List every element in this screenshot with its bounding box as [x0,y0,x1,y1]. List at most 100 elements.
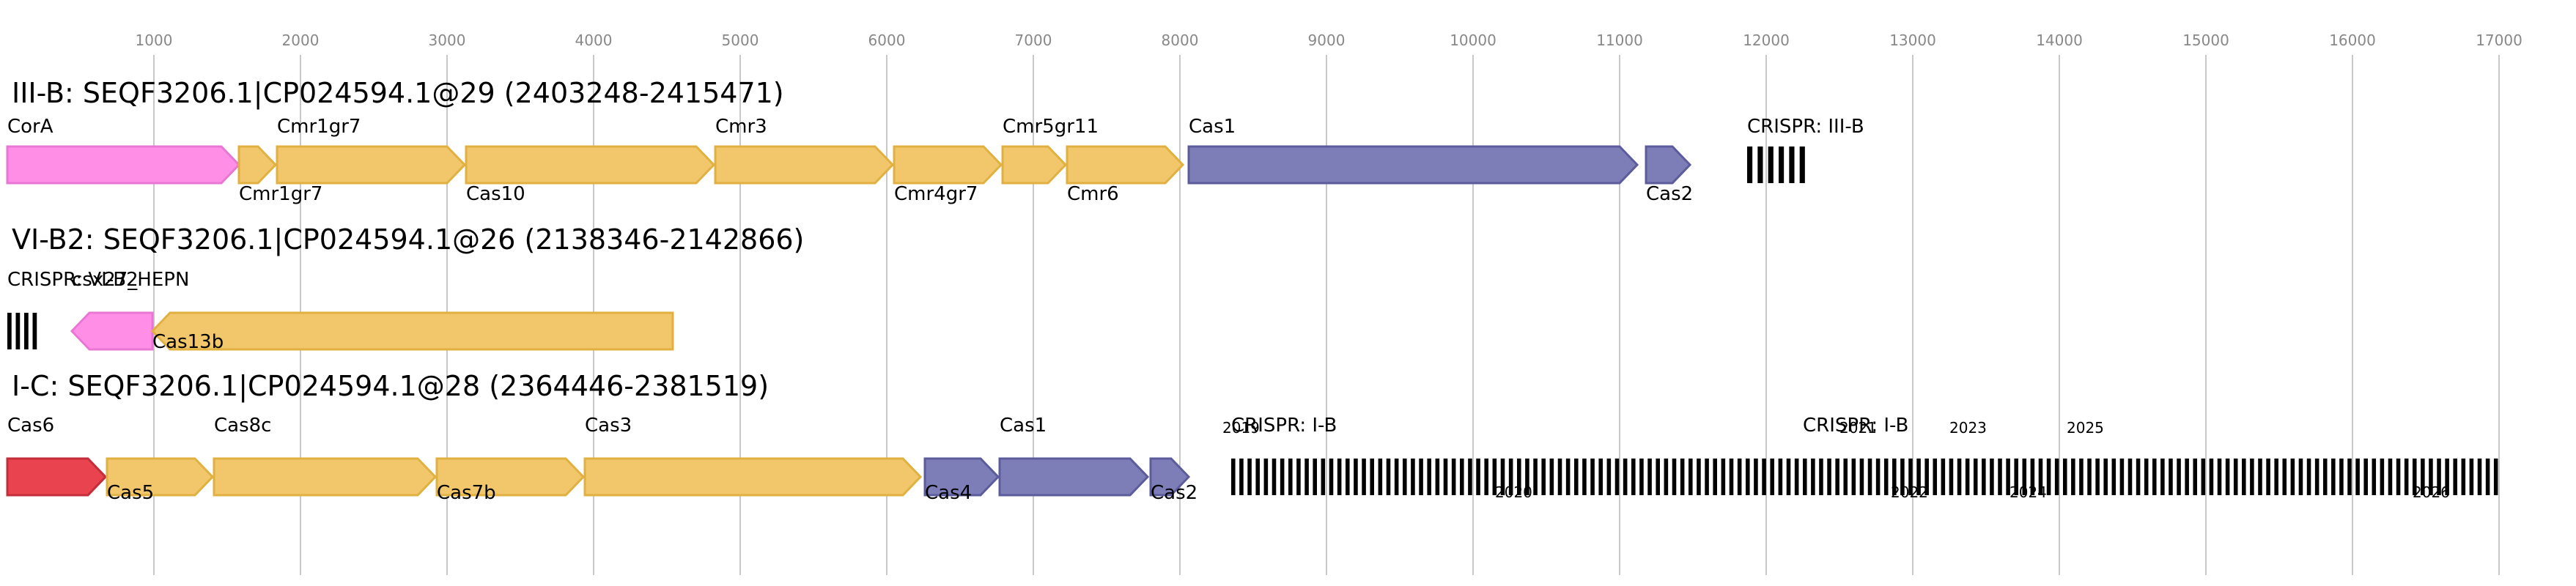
gene-arrow [276,145,467,185]
crispr-repeat [1557,459,1562,495]
crispr-repeat [2006,459,2010,495]
crispr-repeat [1508,459,1513,495]
crispr-repeat [1689,459,1693,495]
axis-tick-label: 11000 [1596,31,1643,49]
crispr-repeat [1835,459,1839,495]
crispr-repeat [1533,459,1538,495]
crispr-repeat [1908,459,1913,495]
axis-tick-label: 8000 [1162,31,1199,49]
axis-tick-label: 5000 [722,31,759,49]
crispr-repeat [2412,459,2417,495]
crispr-repeat [1729,459,1734,495]
crispr-repeat [1998,459,2002,495]
track-title: I-C: SEQF3206.1|CP024594.1@28 (2364446-2… [12,370,769,403]
track-title: VI-B2: SEQF3206.1|CP024594.1@26 (2138346… [12,223,804,256]
axis-tick-label: 2000 [282,31,320,49]
gene-arrow [1149,457,1191,497]
spacer-label: 2019 [1222,419,1260,437]
crispr-repeat [2030,459,2035,495]
crispr-repeat [2282,459,2287,495]
gene-label: Cas4 [925,482,972,504]
crispr-repeat [2242,459,2246,495]
gene-arrow [465,145,716,185]
crispr-repeat [1239,459,1244,495]
crispr-repeat [1786,459,1791,495]
gene-arrow [714,145,895,185]
axis-tick-label: 12000 [1743,31,1790,49]
crispr-repeat [2306,459,2311,495]
tracks-layer: III-B: SEQF3206.1|CP024594.1@29 (2403248… [6,77,2498,504]
crispr-repeat [2388,459,2393,495]
gene-label: Cmr5gr11 [1003,116,1099,138]
crispr-repeat [2111,459,2116,495]
crispr-repeat [1427,459,1431,495]
crispr-repeat [1565,459,1571,495]
crispr-repeat [2233,459,2238,495]
crispr-label: CRISPR: I-B [1231,415,1337,437]
gene-label: Cmr6 [1067,183,1119,205]
gene-label: Cas13b [152,331,224,353]
gene-label: Cas1 [1000,415,1047,437]
gene-arrow [6,145,241,185]
crispr-repeat [2477,459,2482,495]
crispr-label: CRISPR: VI-B2 [7,269,139,291]
crispr-repeat [1492,459,1497,495]
crispr-repeat [1378,459,1383,495]
crispr-repeat [2461,459,2466,495]
gene-arrow [237,145,278,185]
crispr-repeat [2339,459,2344,495]
crispr-repeat [2062,459,2067,495]
crispr-repeat [1435,459,1440,495]
crispr-repeat [1272,459,1277,495]
gene-label: Cas5 [107,482,154,504]
crispr-repeat [1631,459,1636,495]
axis-tick-label: 10000 [1450,31,1496,49]
gene-label: CorA [7,116,53,138]
gene-label: Cmr1gr7 [239,183,322,205]
crispr-repeat [2119,459,2125,495]
crispr-repeat [2071,459,2075,495]
crispr-repeat [1705,459,1709,495]
crispr-repeat [1476,459,1480,495]
crispr-repeat [1982,459,1986,495]
crispr-repeat [1819,459,1823,495]
crispr-repeat [1697,459,1701,495]
crispr-repeat [1990,459,1994,495]
crispr-repeat [2014,459,2018,495]
crispr-repeat [2193,459,2198,495]
spacer-label: 2021 [1839,419,1877,437]
crispr-repeat [1598,459,1603,495]
gene-arrow [213,457,438,497]
crispr-repeat [1721,459,1726,495]
crispr-repeat [2144,459,2149,495]
gene-arrow [998,457,1150,497]
crispr-repeat [2046,459,2051,495]
crispr-repeat [1747,146,1753,183]
crispr-repeat [1354,459,1358,495]
crispr-repeat [2298,459,2303,495]
crispr-repeat [1337,459,1342,495]
crispr-repeat [2493,459,2498,495]
crispr-repeat [2322,459,2328,495]
crispr-repeat [15,313,21,349]
gene-label: Cas7b [437,482,496,504]
spacer-label: 2024 [2009,483,2047,501]
crispr-repeat [1590,459,1595,495]
crispr-repeat [1851,459,1856,495]
crispr-repeat [1419,459,1423,495]
spacer-label: 2026 [2413,483,2450,501]
crispr-repeat [1746,459,1750,495]
crispr-repeat [2209,459,2214,495]
axis-tick-label: 13000 [1889,31,1936,49]
axis-tick-label: 1000 [136,31,173,49]
crispr-repeat [1280,459,1285,495]
crispr-repeat [1924,459,1929,495]
crispr-repeat [1827,459,1831,495]
crispr-repeat [2022,459,2027,495]
crispr-repeat [2152,459,2157,495]
gene-arrow [893,145,1003,185]
gene-arrow [435,457,586,497]
crispr-repeat [32,313,37,349]
crispr-repeat [2445,459,2449,495]
